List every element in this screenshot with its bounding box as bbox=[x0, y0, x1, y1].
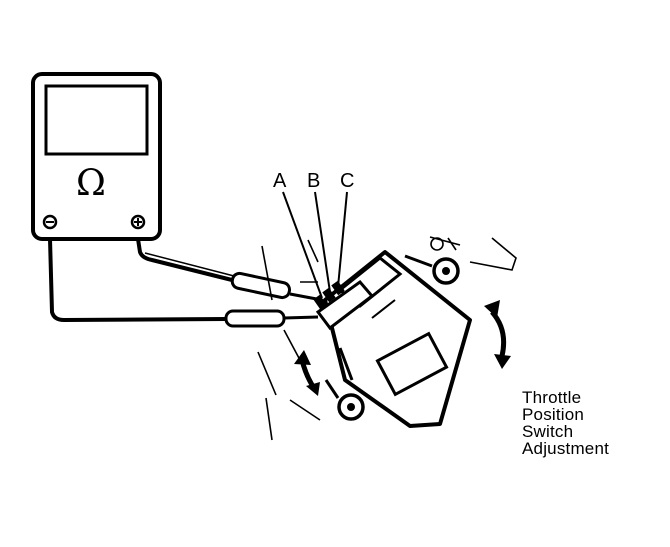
ohmmeter bbox=[31, 72, 162, 241]
caption-line-1: Throttle bbox=[522, 388, 582, 407]
diagram-caption: Throttle Position Switch Adjustment bbox=[522, 389, 609, 457]
rotation-arrow-left-icon bbox=[294, 350, 320, 396]
throttle-body-sketch bbox=[257, 236, 517, 441]
terminal-label-a: A bbox=[273, 170, 287, 192]
caption-line-2: Position bbox=[522, 405, 585, 424]
positive-probe-handle bbox=[230, 271, 292, 300]
tps-label-plate bbox=[375, 331, 449, 397]
terminal-pointer-lines bbox=[282, 191, 348, 299]
rotation-arrow-right-icon bbox=[484, 300, 511, 369]
tps-housing bbox=[313, 250, 472, 428]
terminal-label-b: B bbox=[307, 170, 321, 192]
test-leads bbox=[48, 238, 323, 328]
ohmmeter-display bbox=[44, 84, 149, 156]
positive-lead-wire bbox=[136, 238, 237, 283]
negative-lead-wire bbox=[48, 238, 227, 323]
caption-line-4: Adjustment bbox=[522, 439, 610, 458]
negative-probe-handle bbox=[224, 309, 286, 328]
ohm-symbol: Ω bbox=[76, 163, 106, 204]
caption-line-3: Switch bbox=[522, 422, 574, 441]
terminal-label-c: C bbox=[340, 170, 355, 192]
